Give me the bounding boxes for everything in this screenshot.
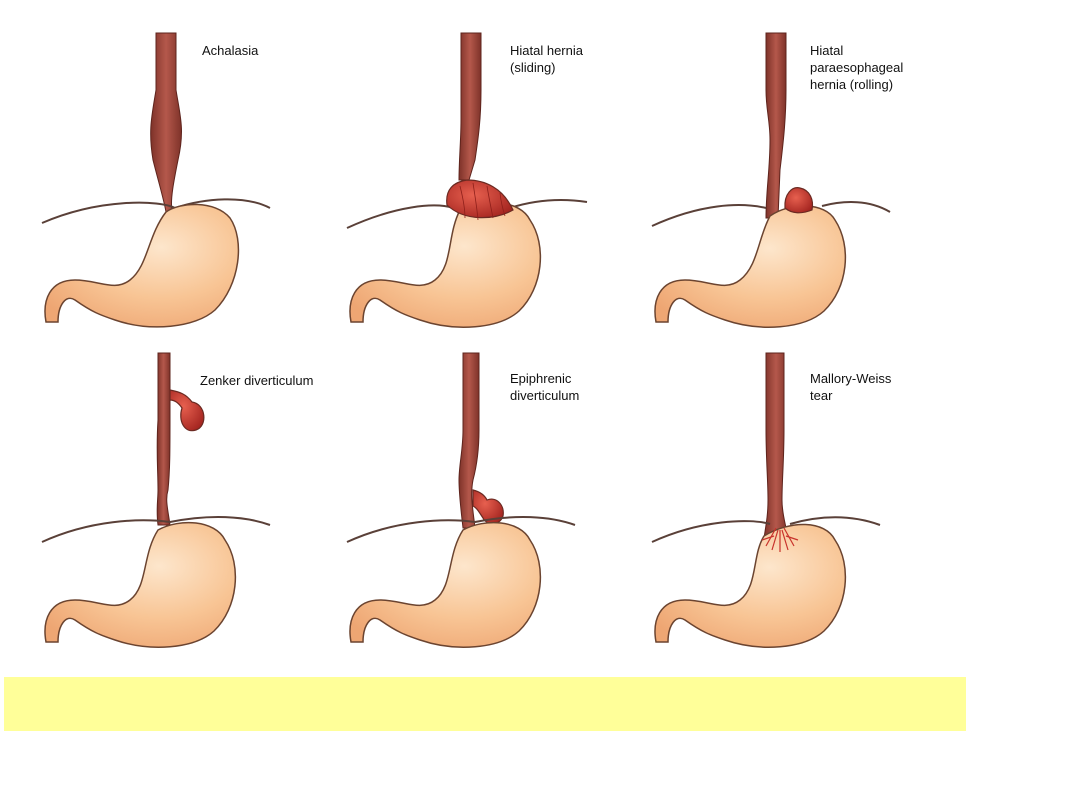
diaphragm (41, 198, 271, 224)
hernia-folds (459, 182, 506, 221)
diaphragm (651, 201, 891, 227)
panel-label: Hiatal paraesophageal hernia (rolling) (810, 43, 904, 92)
mallory-weiss-illustration (651, 352, 881, 648)
herniated-stomach (446, 179, 514, 219)
mucosal-tears (761, 527, 799, 552)
panel-hiatal-paraesophageal-hernia: Hiatal paraesophageal hernia (rolling) (640, 30, 940, 330)
panel-zenker-diverticulum: Zenker diverticulum (30, 350, 330, 650)
diaphragm (346, 516, 576, 543)
zenker-pouch (169, 389, 205, 432)
stomach (654, 205, 847, 328)
stomach (44, 203, 240, 328)
panel-label: Epiphrenic diverticulum (510, 371, 580, 403)
stomach (654, 523, 847, 648)
sliding-hernia-illustration (346, 32, 588, 328)
highlight-banner (4, 677, 966, 731)
panel-label: Mallory-Weiss tear (810, 371, 892, 403)
diaphragm (41, 516, 271, 543)
panel-hiatal-hernia-sliding: Hiatal hernia (sliding) (335, 30, 635, 330)
panel-mallory-weiss-tear: Mallory-Weiss tear (640, 350, 940, 650)
stomach (349, 201, 542, 328)
epiphrenic-pouch (472, 489, 504, 525)
herniated-fundus (784, 187, 814, 214)
diaphragm (346, 199, 588, 229)
esophagus (763, 352, 789, 539)
panel-achalasia: Achalasia (30, 30, 330, 330)
panel-epiphrenic-diverticulum: Epiphrenic diverticulum (335, 350, 635, 650)
diaphragm (651, 516, 881, 543)
achalasia-illustration (41, 32, 271, 328)
esophagus (458, 32, 482, 181)
esophagus (150, 32, 182, 213)
panel-label: Hiatal hernia (sliding) (510, 43, 583, 75)
esophagus (156, 352, 171, 526)
zenker-illustration (41, 352, 271, 648)
esophagus (765, 32, 787, 219)
epiphrenic-illustration (346, 352, 576, 648)
panel-label: Zenker diverticulum (200, 373, 314, 388)
stomach (349, 521, 542, 648)
stomach (44, 521, 237, 648)
rolling-hernia-illustration (651, 32, 891, 328)
panel-label: Achalasia (202, 43, 259, 58)
